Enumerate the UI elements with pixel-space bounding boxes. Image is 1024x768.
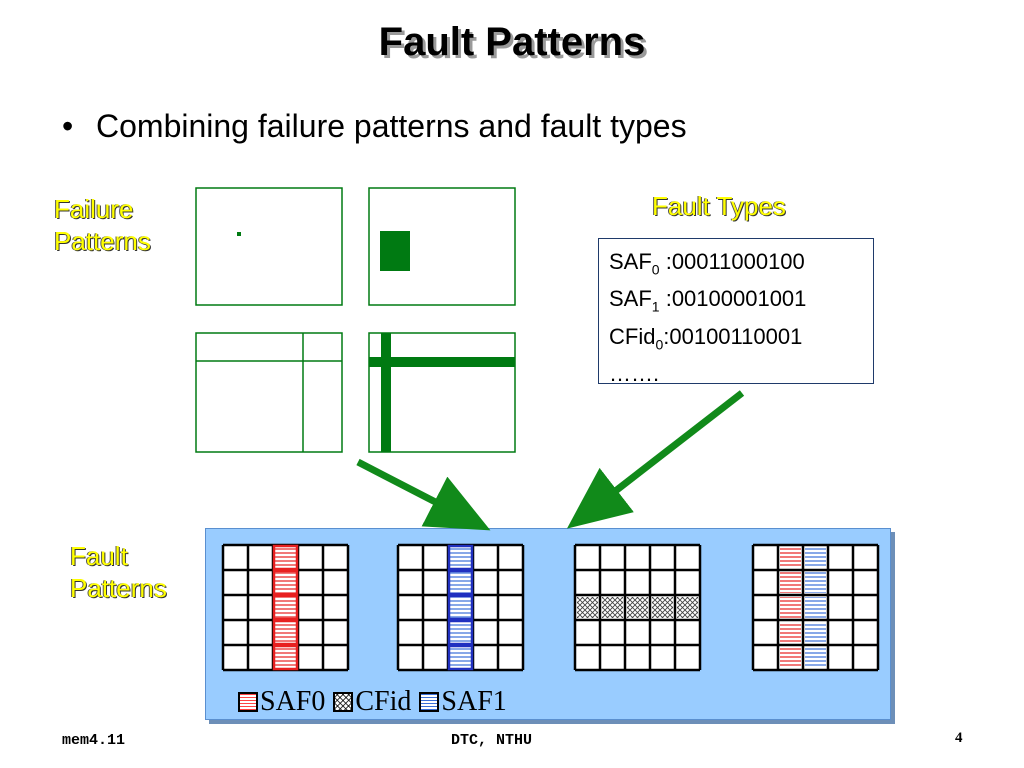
hatched-cell [805,547,826,568]
fault-pattern-grid [751,543,880,672]
bullet-point: • Combining failure patterns and fault ty… [62,108,687,145]
faulty-cell-outline [447,594,474,621]
faulty-cell-outline [447,544,474,571]
faulty-cell-outline [272,619,299,646]
hatched-cell [805,597,826,618]
hatched-cell [652,597,673,618]
legend-saf0: SAF0 [260,686,326,717]
footer-center: DTC, NTHU [451,732,533,749]
cfid-swatch-icon [333,692,354,712]
hatched-cell [780,547,801,568]
fault-type-cfid0: CFid0:00100110001 [609,323,803,353]
hatched-cell [602,597,623,618]
legend-cfid: CFid [355,686,412,717]
fault-type-saf0: SAF0 :00011000100 [609,249,805,278]
faulty-cluster-block [380,231,410,271]
fault-pattern-grid [573,543,702,672]
hatched-cell [450,547,471,568]
hatched-cell [677,597,698,618]
faulty-cell-dot [237,232,241,236]
faulty-cell-outline [272,594,299,621]
failure-pattern-single-cell [195,187,343,306]
footer-left: mem4.11 [62,732,126,749]
faulty-cell-outline [447,644,474,671]
hatched-cell [450,597,471,618]
fault-pattern-grid [396,543,525,672]
hatched-cell [275,622,296,643]
hatched-cell [805,622,826,643]
hatched-cell [780,597,801,618]
hatched-cell [805,572,826,593]
legend-saf1: SAF1 [441,686,507,717]
hatched-cell [450,622,471,643]
fault-pattern-grid [221,543,350,672]
hatched-cell [805,647,826,668]
failure-pattern-cluster [368,187,516,306]
fault-types-box: SAF0 :00011000100 SAF1 :00100001001 CFid… [598,238,874,386]
arrow-from-fault-types [566,390,745,529]
saf0-swatch-icon [238,692,258,712]
failure-pattern-thick-row-column [368,332,516,453]
hatched-cell [275,597,296,618]
hatched-cell [275,547,296,568]
fault-type-more: ……. [609,361,660,387]
fault-pattern-grids [221,543,880,672]
faulty-cell-outline [447,619,474,646]
faulty-cell-outline [272,544,299,571]
faulty-cell-outline [272,569,299,596]
bullet-icon: • [62,108,74,144]
faulty-cell-outline [272,644,299,671]
hatched-cell [780,622,801,643]
hatched-cell [450,647,471,668]
saf1-swatch-icon [419,692,440,712]
hatched-cell [627,597,648,618]
failure-pattern-row-column [195,332,343,453]
arrow-from-failure-patterns [356,458,491,531]
hatched-cell [275,647,296,668]
page-number: 4 [955,730,963,746]
hatched-cell [450,572,471,593]
hatched-cell [780,647,801,668]
fault-types-label: Fault Types [652,191,786,221]
hatched-cell [275,572,296,593]
hatched-cell [577,597,598,618]
legend: SAF0 CFid SAF1 [238,686,515,718]
failure-patterns-label: Failure Patterns [54,194,151,256]
page-title: Fault Patterns [378,20,646,64]
fault-patterns-label: Fault Patterns [70,541,167,603]
bullet-text: Combining failure patterns and fault typ… [96,108,687,144]
fault-type-saf1: SAF1 :00100001001 [609,286,807,315]
faulty-cell-outline [447,569,474,596]
hatched-cell [780,572,801,593]
